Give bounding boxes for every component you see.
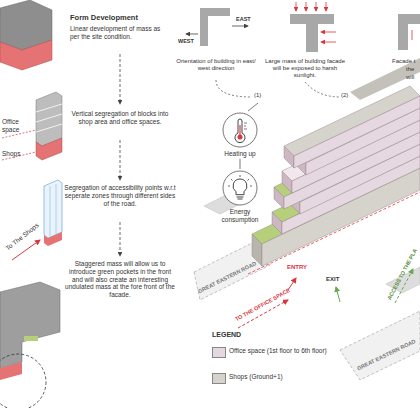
entry-label: ENTRY <box>287 264 307 271</box>
direction-arrow <box>232 26 248 27</box>
analysis-note: will <box>406 74 414 81</box>
road <box>340 311 420 380</box>
sun-arrow <box>306 2 307 11</box>
green-pocket <box>24 336 38 341</box>
direction-label: WEST <box>178 38 194 45</box>
thermometer-level <box>239 125 240 135</box>
legend-title: LEGEND <box>212 331 241 339</box>
analysis-note: Facade t <box>392 58 415 65</box>
thermometer-bulb <box>238 135 243 140</box>
facade-plan <box>398 14 420 50</box>
legend-swatch <box>212 347 226 358</box>
callout-number: (2) <box>341 92 348 99</box>
mass-base <box>0 40 52 70</box>
connector <box>240 159 241 169</box>
exit-arrow <box>336 287 340 302</box>
shop-band <box>44 232 62 246</box>
glass-block <box>44 180 62 238</box>
process-arrow <box>120 222 121 256</box>
analysis-note: Orientation of building in east/ west di… <box>176 58 256 72</box>
sun-arrow <box>326 2 327 11</box>
callout-number: (1) <box>254 92 261 99</box>
office-floor <box>294 96 420 168</box>
sun-arrow <box>412 30 413 40</box>
roof <box>284 86 420 156</box>
process-arrow <box>120 140 121 180</box>
office-block <box>36 92 62 146</box>
process-arrow <box>120 54 121 104</box>
legend-text: Office space (1st floor to 6th floor) <box>229 347 327 355</box>
bulb-symbol <box>233 179 247 195</box>
floor-line <box>36 124 62 132</box>
access-label: To The Shops <box>4 221 40 252</box>
circle-outline <box>223 171 257 205</box>
orientation-plan <box>200 8 230 46</box>
focus-circle <box>0 354 46 408</box>
sun-arrow <box>321 32 336 33</box>
thermometer-symbol <box>235 119 245 143</box>
thermometer-ticks <box>244 123 247 129</box>
road <box>194 234 270 300</box>
part-label: Shops <box>2 150 20 158</box>
analysis-note: the <box>406 66 414 73</box>
glass-mullion <box>50 186 51 236</box>
direction-label: EAST <box>236 16 251 23</box>
analysis-note: Large mass of building facade will be ex… <box>262 58 348 80</box>
legend-text: Shops (Ground+1) <box>229 373 283 381</box>
section-heading: Form Development <box>70 13 170 22</box>
direction-arrow <box>186 34 198 35</box>
sun-arrow <box>321 42 336 43</box>
sun-arrow <box>296 2 297 11</box>
part-label: Office space <box>2 118 32 134</box>
icon-node: Heating up <box>215 112 265 158</box>
exit-label: EXIT <box>326 276 339 283</box>
legend-swatch <box>212 373 226 384</box>
step-note: Vertical segregation of blocks into shop… <box>66 110 174 126</box>
mass-base <box>0 362 22 380</box>
leader-line <box>216 80 252 97</box>
step-note: Segregation of accessibility points w.r.… <box>64 184 176 207</box>
glass-mullion <box>56 184 57 234</box>
step-note: Staggered mass will allow us to introduc… <box>64 260 176 299</box>
access-label: TO THE OFFICE SPACE <box>234 287 291 323</box>
building <box>252 86 420 266</box>
floor-line <box>36 114 62 122</box>
circle-outline <box>223 113 257 147</box>
sun-arrow <box>316 2 317 11</box>
bulb-rays <box>228 175 252 186</box>
leader-line <box>305 82 340 97</box>
shop-block <box>36 138 62 160</box>
step-note: Linear development of mass as per the si… <box>70 25 170 41</box>
bulb-base <box>237 197 244 199</box>
floor-line <box>36 104 62 112</box>
node-caption: Heating up <box>215 150 265 158</box>
icon-circle <box>222 170 258 206</box>
leader-line <box>248 103 258 111</box>
facade-plan <box>290 14 334 52</box>
icon-circle <box>222 112 258 148</box>
icon-node: Energy consumption <box>215 170 265 224</box>
node-caption: Energy consumption <box>215 208 265 224</box>
